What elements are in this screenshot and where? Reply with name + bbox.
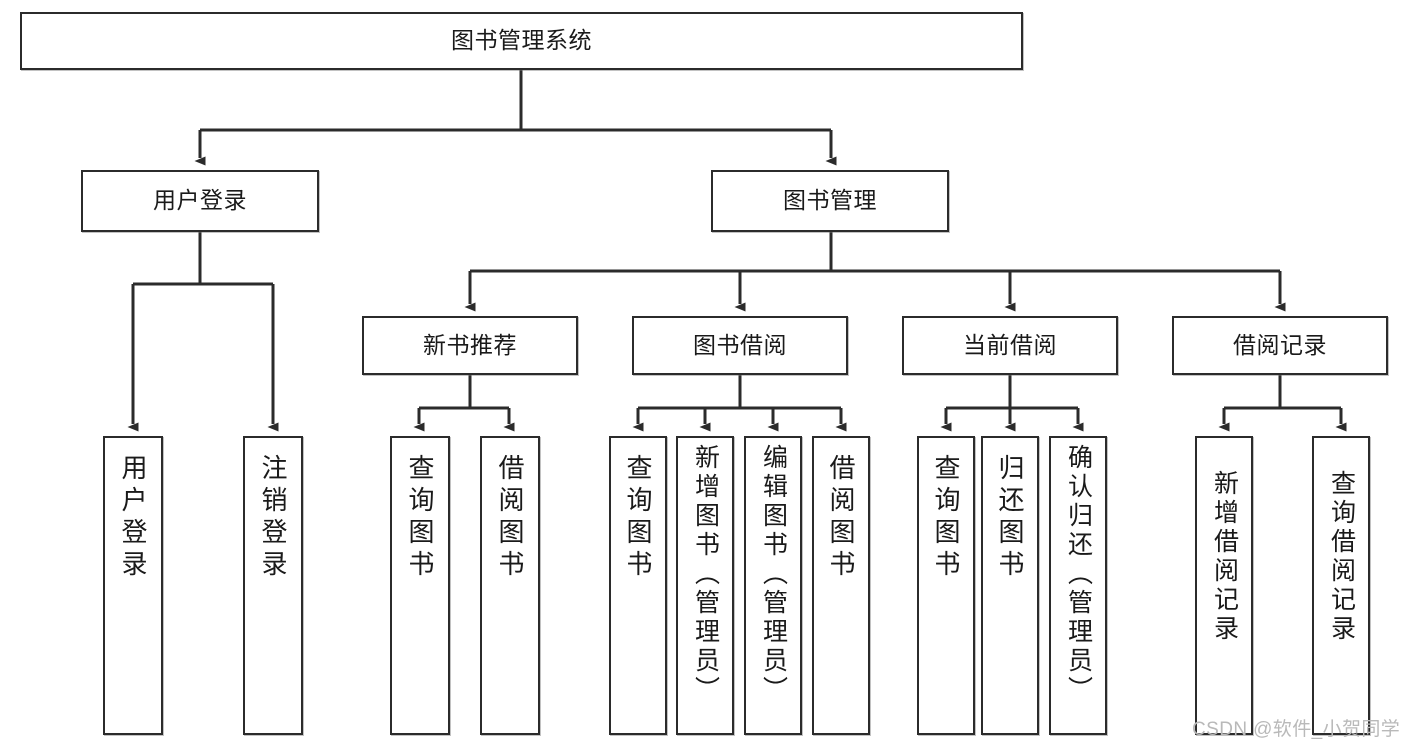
node-label: 当前借阅 <box>963 331 1057 358</box>
leaf-edit-book-admin[interactable]: 编辑图书（管理员） <box>744 436 802 735</box>
node-label: 编辑图书（管理员） <box>759 444 788 705</box>
leaf-add-book-admin[interactable]: 新增图书（管理员） <box>676 436 734 735</box>
leaf-logout-login[interactable]: 注销登录 <box>243 436 303 735</box>
node-label: 用户登录 <box>118 454 148 582</box>
leaf-query-book-current[interactable]: 查询图书 <box>917 436 975 735</box>
node-label: 查询借阅记录 <box>1327 470 1356 644</box>
node-label: 借阅图书 <box>495 454 525 582</box>
node-current-borrow[interactable]: 当前借阅 <box>902 316 1118 375</box>
node-label: 新增图书（管理员） <box>691 444 720 705</box>
node-label: 归还图书 <box>995 454 1025 582</box>
node-label: 图书管理 <box>783 187 877 214</box>
node-user-login[interactable]: 用户登录 <box>81 170 319 232</box>
node-label: 借阅记录 <box>1233 331 1327 358</box>
node-label: 查询图书 <box>623 454 653 582</box>
node-book-borrow[interactable]: 图书借阅 <box>632 316 848 375</box>
node-label: 注销登录 <box>258 454 288 582</box>
csdn-watermark: CSDN @软件_小贺同学 <box>1192 719 1401 740</box>
leaf-borrow-book-borrow[interactable]: 借阅图书 <box>812 436 870 735</box>
leaf-borrow-book-recommend[interactable]: 借阅图书 <box>480 436 540 735</box>
node-label: 查询图书 <box>405 454 435 582</box>
node-book-manage[interactable]: 图书管理 <box>711 170 949 232</box>
leaf-query-borrow-record[interactable]: 查询借阅记录 <box>1312 436 1370 735</box>
node-label: 新增借阅记录 <box>1210 470 1239 644</box>
node-label: 图书管理系统 <box>451 27 592 54</box>
node-label: 借阅图书 <box>826 454 856 582</box>
node-new-book-recommend[interactable]: 新书推荐 <box>362 316 578 375</box>
node-label: 确认归还（管理员） <box>1064 444 1093 705</box>
leaf-user-login[interactable]: 用户登录 <box>103 436 163 735</box>
leaf-query-book-recommend[interactable]: 查询图书 <box>390 436 450 735</box>
node-label: 查询图书 <box>931 454 961 582</box>
leaf-return-book[interactable]: 归还图书 <box>981 436 1039 735</box>
leaf-add-borrow-record[interactable]: 新增借阅记录 <box>1195 436 1253 735</box>
node-label: 用户登录 <box>153 187 247 214</box>
node-borrow-record[interactable]: 借阅记录 <box>1172 316 1388 375</box>
leaf-confirm-return-admin[interactable]: 确认归还（管理员） <box>1049 436 1107 735</box>
node-label: 图书借阅 <box>693 331 787 358</box>
node-root-system[interactable]: 图书管理系统 <box>20 12 1023 70</box>
node-label: 新书推荐 <box>423 331 517 358</box>
leaf-query-book-borrow[interactable]: 查询图书 <box>609 436 667 735</box>
